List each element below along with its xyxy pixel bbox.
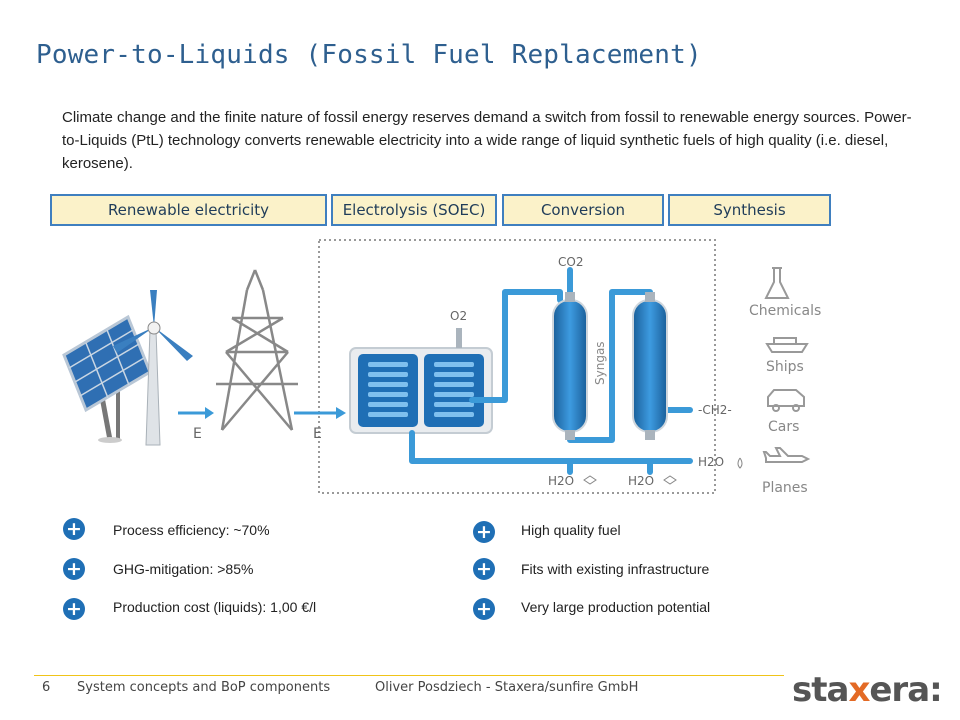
benefit-potential: Very large production potential bbox=[521, 599, 711, 615]
electrolyzer-stack-icon bbox=[349, 328, 493, 434]
staxera-logo: staxera: bbox=[792, 670, 943, 710]
steam-icon bbox=[663, 475, 677, 485]
co2-label: CO2 bbox=[558, 255, 583, 269]
footer-section: System concepts and BoP components bbox=[77, 680, 331, 695]
water-drop-icon bbox=[737, 457, 743, 469]
logo-text-x: x bbox=[848, 670, 870, 710]
plus-icon: + bbox=[473, 598, 495, 620]
stage-electrolysis: Electrolysis (SOEC) bbox=[331, 194, 497, 226]
car-icon bbox=[767, 389, 805, 412]
plant-boundary bbox=[318, 239, 716, 494]
footer-divider bbox=[34, 675, 784, 676]
syngas-label: Syngas bbox=[593, 341, 607, 385]
process-diagram: E E O2 bbox=[62, 239, 821, 496]
logo-text-post: era: bbox=[869, 670, 942, 710]
energy-label-1: E bbox=[193, 426, 202, 442]
ch2-label: -CH2- bbox=[698, 403, 732, 417]
steam-icon bbox=[583, 475, 597, 485]
energy-arrow-1 bbox=[178, 407, 214, 419]
wind-turbine-icon bbox=[113, 290, 193, 446]
footer-page-number: 6 bbox=[42, 680, 51, 695]
stage-renewable-electricity: Renewable electricity bbox=[50, 194, 327, 226]
product-chemicals: Chemicals bbox=[749, 303, 821, 319]
plus-icon: + bbox=[63, 598, 85, 620]
plane-icon bbox=[762, 447, 811, 463]
flask-icon bbox=[764, 267, 790, 299]
logo-text-pre: sta bbox=[792, 670, 849, 710]
energy-arrow-2 bbox=[294, 407, 346, 419]
plus-icon: + bbox=[473, 521, 495, 543]
reactor-vessel-1 bbox=[552, 292, 588, 440]
benefit-cost: Production cost (liquids): 1,00 €/l bbox=[113, 599, 317, 615]
product-ships: Ships bbox=[766, 359, 804, 375]
stage-conversion: Conversion bbox=[502, 194, 664, 226]
benefit-ghg: GHG-mitigation: >85% bbox=[113, 561, 254, 577]
o2-label: O2 bbox=[450, 309, 467, 323]
ship-icon bbox=[765, 337, 809, 353]
plus-icon: + bbox=[473, 558, 495, 580]
benefit-infrastructure: Fits with existing infrastructure bbox=[521, 561, 710, 577]
energy-label-2: E bbox=[313, 426, 322, 442]
footer-author: Oliver Posdziech - Staxera/sunfire GmbH bbox=[375, 680, 639, 695]
stage-synthesis: Synthesis bbox=[668, 194, 831, 226]
product-planes: Planes bbox=[762, 480, 808, 496]
h2o-label-1: H2O bbox=[548, 474, 574, 488]
page-title: Power-to-Liquids (Fossil Fuel Replacemen… bbox=[36, 40, 702, 70]
h2o-label-2: H2O bbox=[628, 474, 654, 488]
intro-text: Climate change and the finite nature of … bbox=[62, 109, 912, 172]
reactor-vessel-2 bbox=[632, 292, 668, 440]
product-cars: Cars bbox=[768, 419, 799, 435]
plus-icon: + bbox=[63, 558, 85, 580]
h2o-inlet-label: H2O bbox=[698, 455, 724, 469]
power-pylon-icon bbox=[216, 269, 298, 431]
benefit-quality: High quality fuel bbox=[521, 522, 621, 538]
benefit-efficiency: Process efficiency: ~70% bbox=[113, 522, 270, 538]
plus-icon: + bbox=[63, 518, 85, 540]
